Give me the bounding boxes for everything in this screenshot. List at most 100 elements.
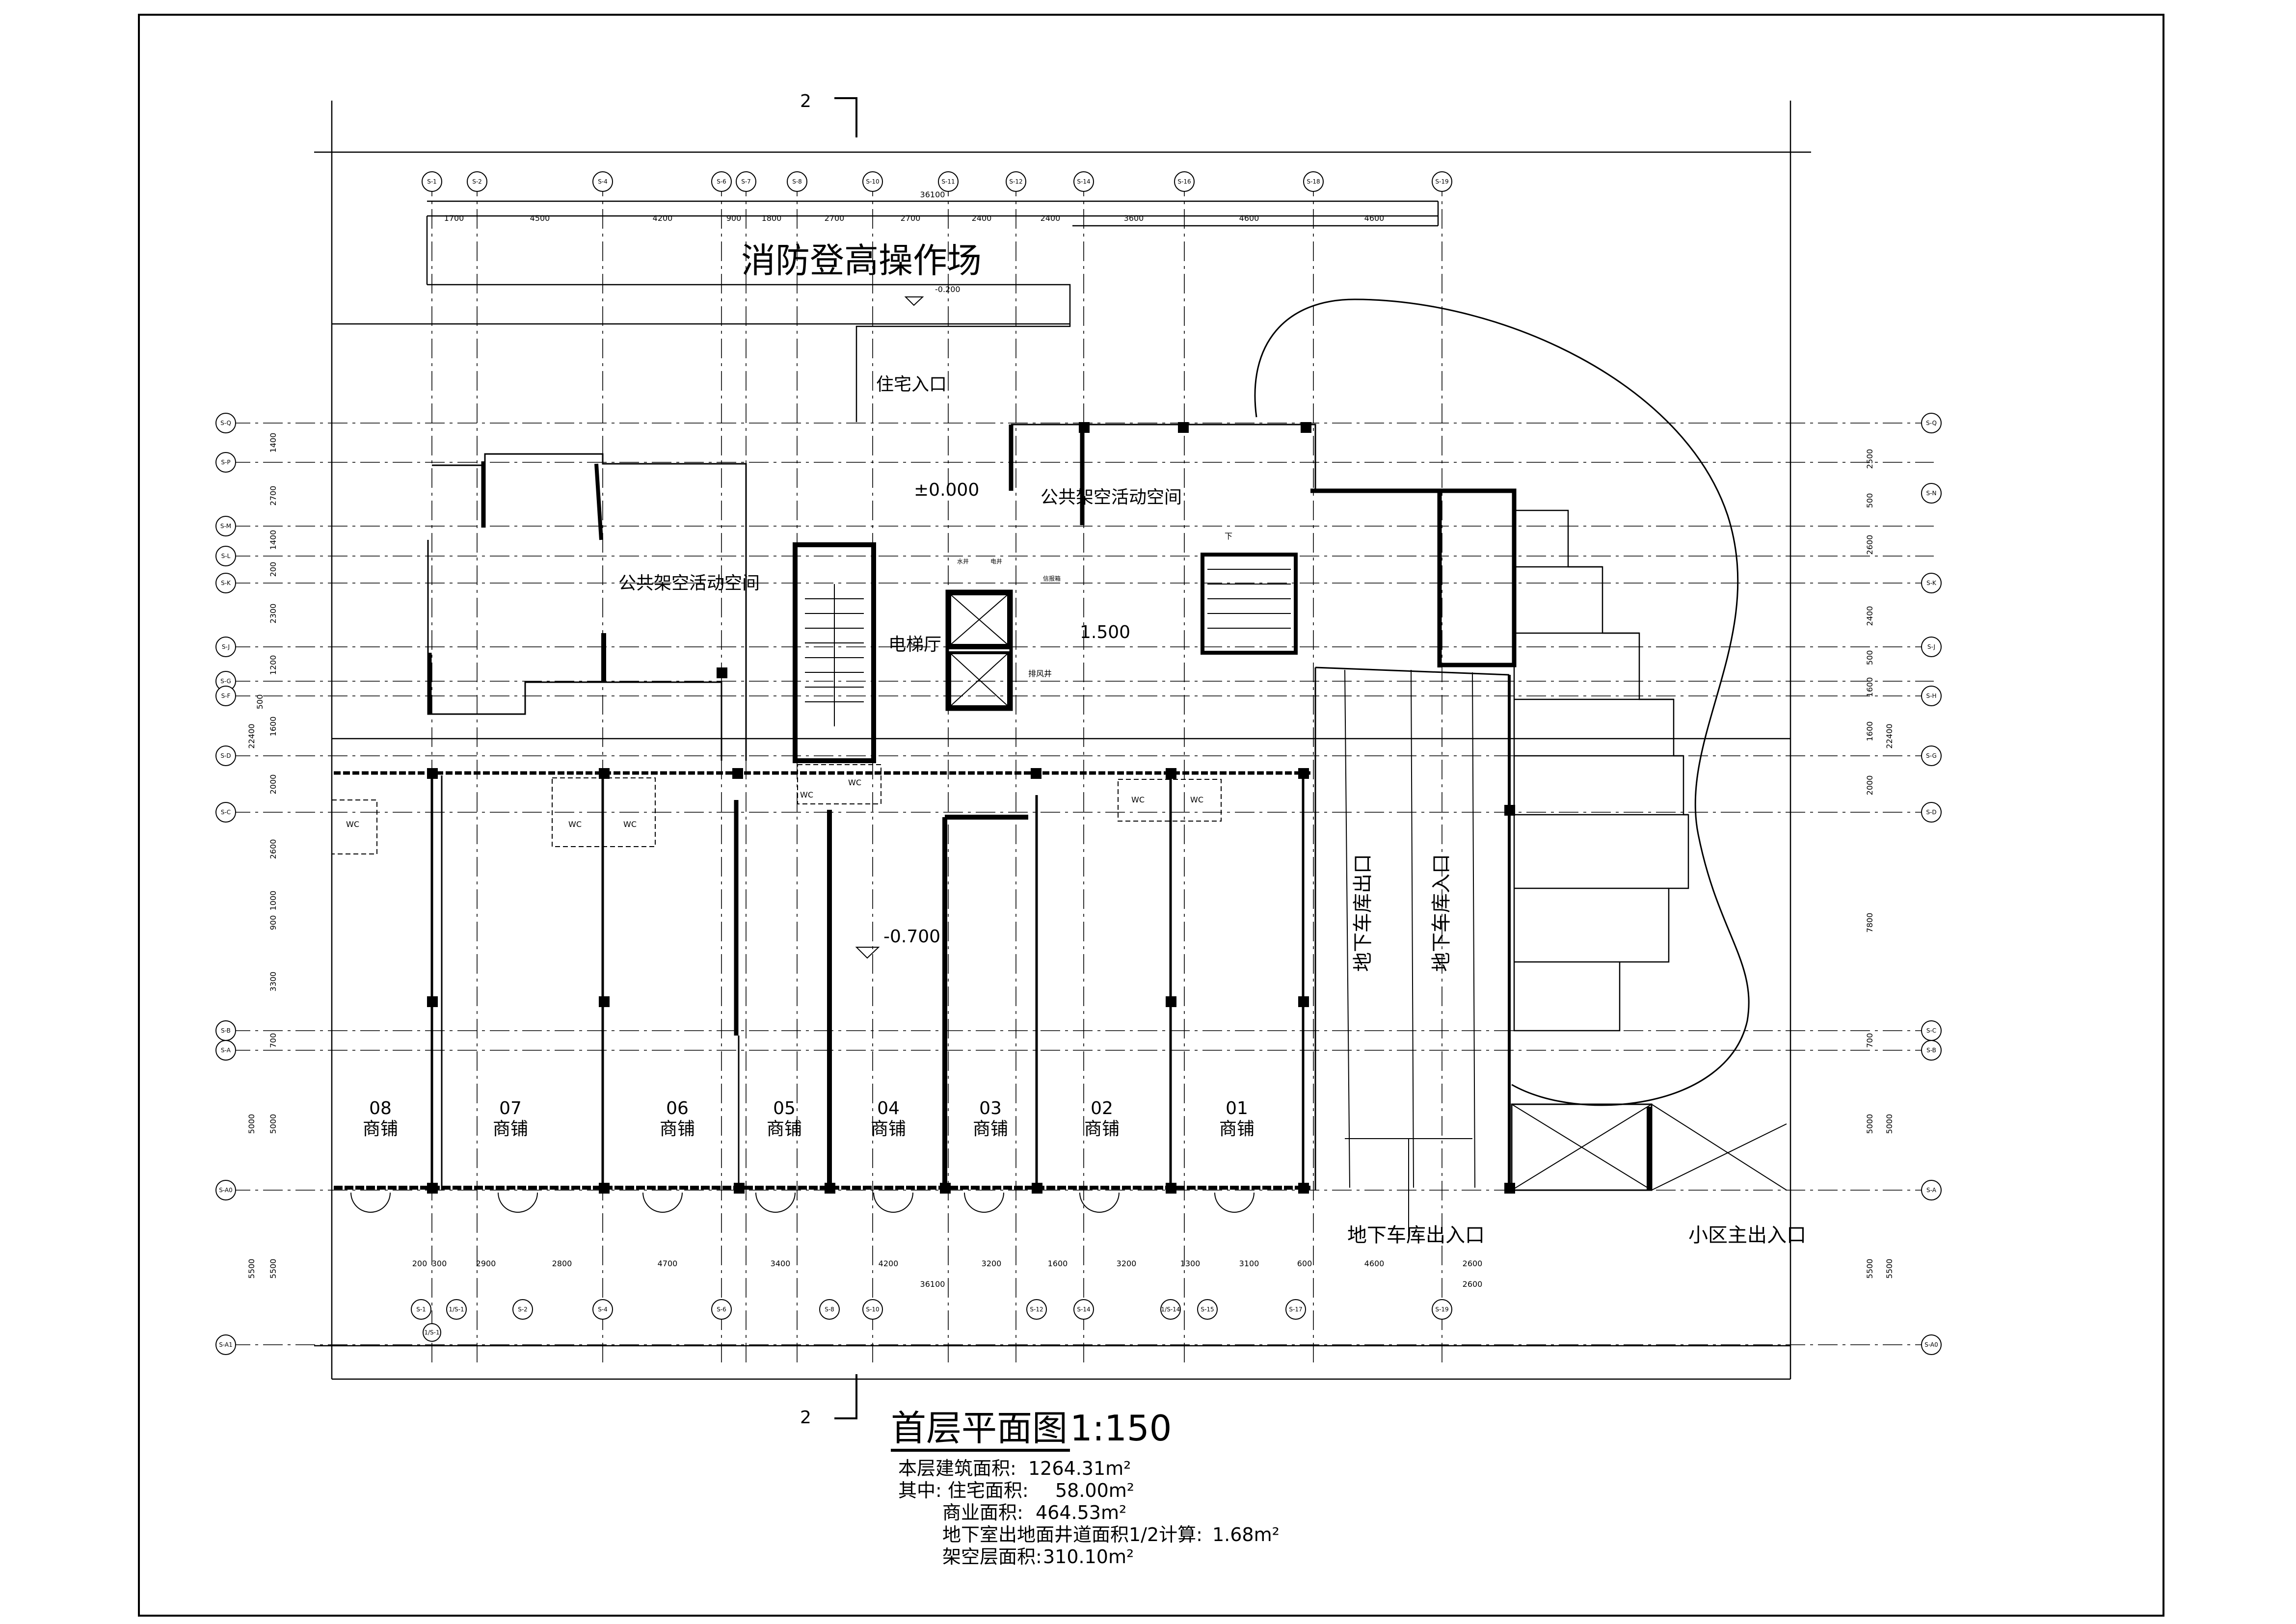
shop-number: 08 <box>369 1098 392 1118</box>
dim-segment: 2800 <box>552 1259 572 1268</box>
residential-entrance-label: 住宅入口 <box>876 374 947 395</box>
dim-segment: 2600 <box>268 839 278 859</box>
section-mark-top: 2 <box>800 91 811 111</box>
dim-total: 36100 <box>920 1279 945 1289</box>
dim-segment: 2600 <box>1463 1259 1483 1268</box>
elevation-marker-icon <box>904 296 924 306</box>
left-dimensions: 1400 2700 1400 200 2300 1200 500 1600 20… <box>247 433 278 1279</box>
axis-label: S-1 <box>416 1306 426 1313</box>
dim-outer: 5500 <box>247 1259 256 1279</box>
dim-segment: 2600 <box>1865 535 1874 555</box>
axis-label: S-J <box>222 643 230 650</box>
columns <box>427 422 1515 1194</box>
axis-label: S-8 <box>792 178 802 185</box>
drawing-title: 首层平面图 1:150 <box>891 1408 1172 1452</box>
area-value: 1264.31m² <box>1028 1458 1131 1479</box>
axis-label: S-H <box>1926 692 1937 699</box>
right-dimensions: 2500 500 2600 2400 500 1600 1600 2000 78… <box>1865 449 1894 1279</box>
dim-segment: 1600 <box>1865 677 1874 697</box>
dim-segment: 700 <box>1865 1033 1874 1048</box>
bottom-dimensions: 200 300 2900 2800 4700 3400 4200 3200 16… <box>412 1259 1483 1289</box>
shop-number: 05 <box>773 1098 796 1118</box>
shop-name: 商铺 <box>363 1119 398 1139</box>
area-label: 本层建筑面积: <box>898 1458 1016 1479</box>
shop-name: 商铺 <box>660 1119 695 1139</box>
shop-name: 商铺 <box>871 1119 906 1139</box>
wc-label: WC <box>1131 795 1145 804</box>
dim-segment: 200 <box>268 562 278 577</box>
shop-number: 01 <box>1226 1098 1248 1118</box>
axis-label: S-14 <box>1077 178 1090 185</box>
dim-segment: 2700 <box>825 213 845 223</box>
dim-segment: 3100 <box>1239 1259 1259 1268</box>
area-label: 商业面积: <box>942 1502 1023 1523</box>
area-label: 其中: 住宅面积: <box>898 1480 1029 1501</box>
dim-segment: 3600 <box>1124 213 1144 223</box>
dim-segment: 3400 <box>771 1259 791 1268</box>
zero-elevation-label: ±0.000 <box>914 480 979 500</box>
shop-labels: 08 商铺 07 商铺 06 商铺 05 商铺 04 商铺 03 商铺 02 商… <box>363 1098 1255 1139</box>
elevation-1500-label: 1.500 <box>1080 622 1130 642</box>
garage-exit-label: 地下车库出口 <box>1352 854 1374 972</box>
axis-label: S-10 <box>866 1306 879 1313</box>
dim-segment: 1600 <box>268 717 278 737</box>
dim-segment: 500 <box>255 694 265 710</box>
water-shaft-label: 水井 <box>957 558 969 565</box>
axis-label: S-A0 <box>219 1187 233 1194</box>
area-value: 58.00m² <box>1055 1480 1134 1501</box>
axis-label: S-K <box>221 580 231 586</box>
dim-segment: 2400 <box>972 213 992 223</box>
area-notes: 本层建筑面积: 1264.31m² 其中: 住宅面积: 58.00m² 商业面积… <box>898 1458 1280 1568</box>
wc-label: WC <box>800 790 813 799</box>
dim-segment: 7800 <box>1865 913 1874 933</box>
area-value: 1.68m² <box>1212 1524 1280 1545</box>
dim-segment: 3200 <box>1117 1259 1137 1268</box>
dim-segment: 5500 <box>268 1259 278 1279</box>
room-labels: 消防登高操作场 -0.200 住宅入口 ±0.000 公共架空活动空间 公共架空… <box>618 91 1806 1428</box>
shop-elevation-label: -0.700 <box>883 927 940 947</box>
dim-segment: 2000 <box>1865 775 1874 796</box>
landscape-path <box>1254 298 1750 1106</box>
dim-segment: 4600 <box>1364 1259 1385 1268</box>
grid-bubbles-left <box>215 413 236 1355</box>
top-dimensions: 36100 1700 4500 4200 900 1800 2700 2700 … <box>444 190 1385 223</box>
dim-segment: 1000 <box>268 891 278 911</box>
section-cut-marks <box>834 97 857 1419</box>
section-mark-bottom: 2 <box>800 1408 811 1428</box>
elevator-cross-lines <box>949 593 1009 707</box>
dim-segment: 5000 <box>1865 1114 1874 1134</box>
dim-segment: 5500 <box>1865 1259 1874 1279</box>
axis-label: S-F <box>221 692 231 699</box>
axis-label: S-4 <box>598 178 608 185</box>
dim-segment: 1300 <box>1180 1259 1201 1268</box>
signal-room-label: 信报箱 <box>1043 575 1061 582</box>
grid-bubbles-bottom <box>411 1299 1452 1342</box>
dim-segment: 1800 <box>762 213 782 223</box>
shop-number: 03 <box>979 1098 1002 1118</box>
axis-label: S-D <box>220 752 231 759</box>
axis-label: S-G <box>1926 752 1937 759</box>
axis-label: S-18 <box>1307 178 1320 185</box>
dim-segment: 4200 <box>879 1259 899 1268</box>
main-gate-label: 小区主出入口 <box>1688 1224 1806 1247</box>
shop-number: 04 <box>877 1098 900 1118</box>
axis-label: S-15 <box>1201 1306 1214 1313</box>
axis-label: S-19 <box>1435 1306 1448 1313</box>
dim-segment: 2700 <box>901 213 921 223</box>
axis-label: S-N <box>1926 490 1937 497</box>
dim-segment: 500 <box>1865 650 1874 666</box>
axis-label: S-12 <box>1009 178 1022 185</box>
axis-label: S-2 <box>518 1306 528 1313</box>
garage-entry-label: 地下车库入口 <box>1430 854 1453 972</box>
dim-segment: 2400 <box>1865 606 1874 626</box>
dim-segment: 600 <box>1297 1259 1312 1268</box>
dim-segment: 900 <box>726 213 742 223</box>
shop-name: 商铺 <box>767 1119 802 1139</box>
dim-segment: 1600 <box>1048 1259 1068 1268</box>
axis-label: S-6 <box>717 1306 726 1313</box>
shop-name: 商铺 <box>1219 1119 1255 1139</box>
dim-segment: 900 <box>268 915 278 931</box>
axis-label: S-D <box>1926 809 1936 816</box>
axis-label: S-6 <box>717 178 726 185</box>
axis-label: S-17 <box>1289 1306 1302 1313</box>
